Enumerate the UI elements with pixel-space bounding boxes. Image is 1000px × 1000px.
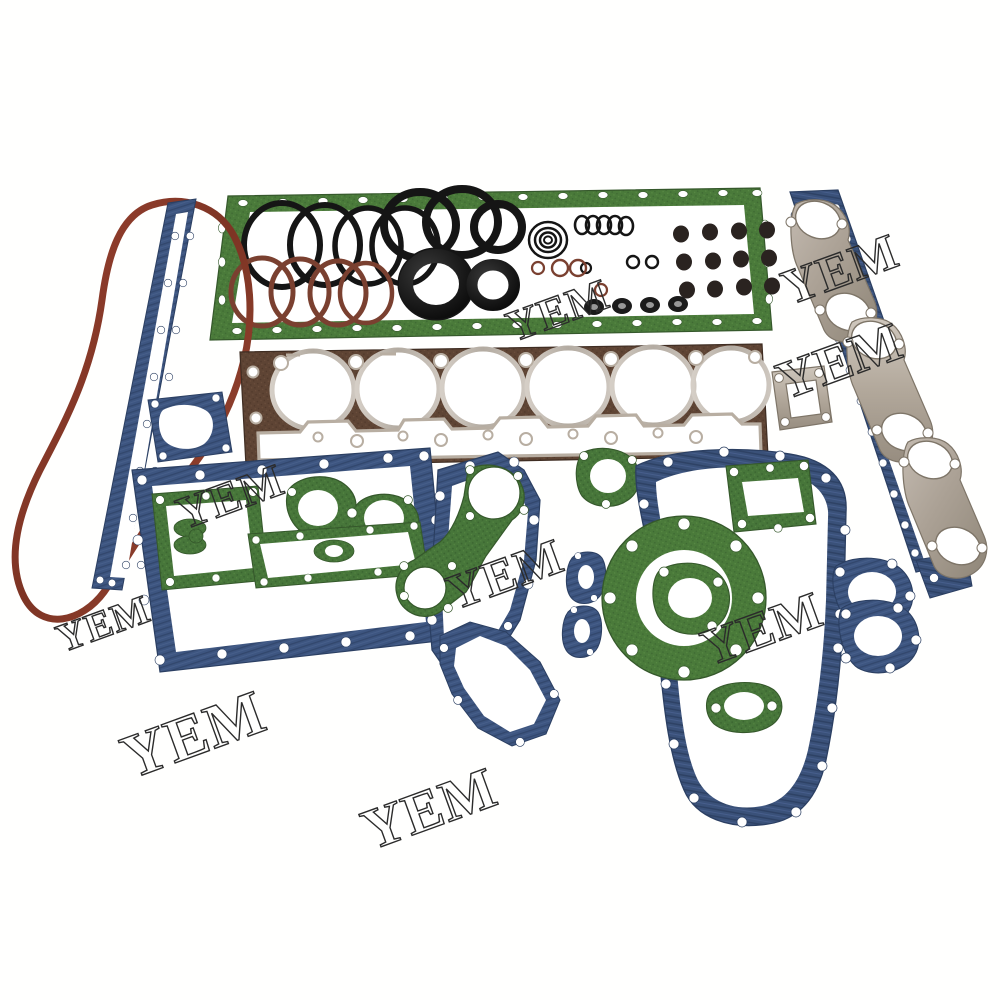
part-rubber-seal-ring — [11, 197, 254, 623]
part-manifold-plate-gasket — [247, 521, 429, 589]
part-crank-seal — [399, 249, 520, 319]
part-cylinder-head-gasket — [239, 343, 772, 467]
part-thermostat-cap-gasket — [575, 447, 640, 509]
part-valve-stem-seal-set — [673, 221, 780, 299]
part-oil-cooler-gasket — [561, 551, 607, 658]
part-oil-drain-gasket — [705, 682, 783, 734]
part-water-pump-gasket — [832, 557, 922, 674]
part-turbo-flange-gasket — [771, 365, 833, 431]
part-inspection-cover-gasket — [725, 459, 817, 533]
part-grommet-row — [584, 296, 688, 315]
part-thermostat-housing-gasket — [151, 485, 269, 591]
part-rear-plate-gasket — [439, 621, 561, 747]
part-oring-set-brown — [228, 255, 609, 329]
part-exhaust-manifold-gasket — [785, 199, 988, 579]
part-timing-gear-gasket — [395, 464, 529, 617]
part-flywheel-housing-gasket — [601, 515, 767, 681]
part-accessory-gasket-left — [147, 391, 233, 463]
